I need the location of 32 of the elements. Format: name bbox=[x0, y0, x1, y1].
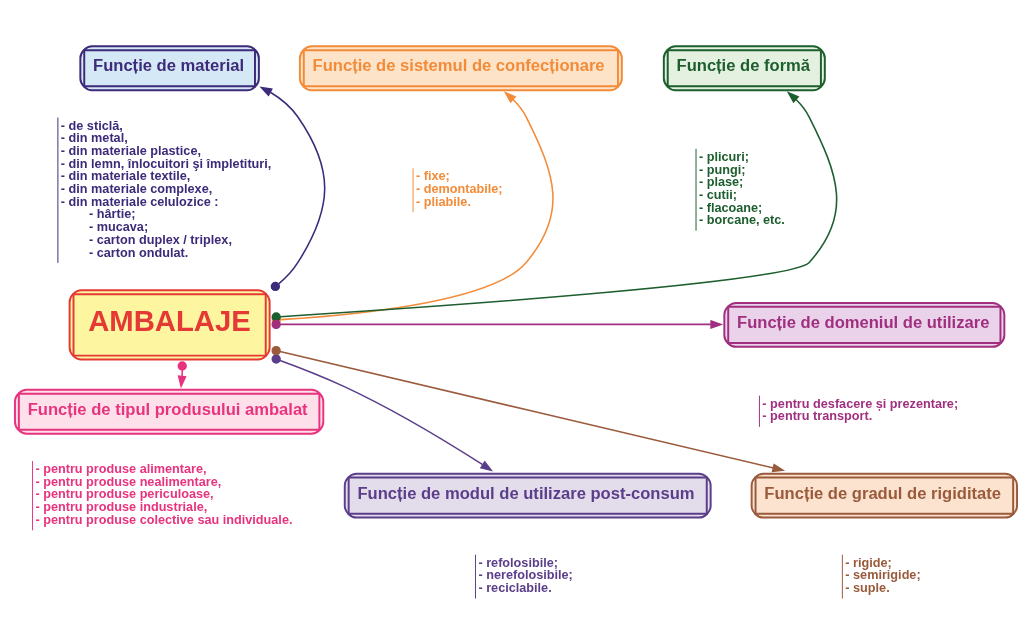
arrow bbox=[271, 319, 724, 330]
node-label: - carton duplex / triplex, bbox=[88, 232, 232, 247]
node-label: - semirigide; bbox=[845, 568, 921, 583]
arrow bbox=[271, 345, 786, 473]
node-label: - suple. bbox=[845, 581, 890, 596]
node-label: - din metal, bbox=[60, 131, 128, 146]
node-label: - din materiale textile, bbox=[60, 169, 191, 184]
node-label: - pentru produse industriale, bbox=[35, 500, 208, 515]
node-label: - rigide; bbox=[845, 555, 892, 570]
node-label: - reciclabile. bbox=[478, 581, 552, 596]
node-label: - plicuri; bbox=[698, 149, 749, 164]
node-label: - mucava; bbox=[88, 220, 149, 235]
arrow bbox=[271, 354, 494, 472]
node-label: - pentru produse alimentare, bbox=[35, 462, 207, 477]
node-label: - fixe; bbox=[415, 169, 450, 184]
node-label: - de sticlă, bbox=[60, 118, 123, 133]
arrow bbox=[271, 91, 838, 322]
node-label: - flacoane; bbox=[698, 200, 763, 215]
node-label: - plase; bbox=[698, 175, 744, 190]
arrow bbox=[177, 361, 187, 389]
node-label: - demontabile; bbox=[415, 182, 503, 197]
node-label: - pliabile. bbox=[415, 194, 471, 209]
node-label: - borcane, etc. bbox=[698, 213, 785, 228]
node-label: - din materiale plastice, bbox=[60, 144, 201, 159]
node-label: - din materiale complexe, bbox=[60, 182, 213, 197]
node-label: - carton ondulat. bbox=[88, 245, 189, 260]
node-label: - din lemn, înlocuitori şi împletituri, bbox=[60, 156, 272, 171]
node-label: - refolosibile; bbox=[478, 555, 558, 570]
node-label: - pentru desfacere și prezentare; bbox=[762, 396, 959, 411]
node-label: - nerefolosibile; bbox=[478, 568, 573, 583]
arrow bbox=[259, 86, 326, 292]
node-label: - hârtie; bbox=[88, 207, 136, 222]
